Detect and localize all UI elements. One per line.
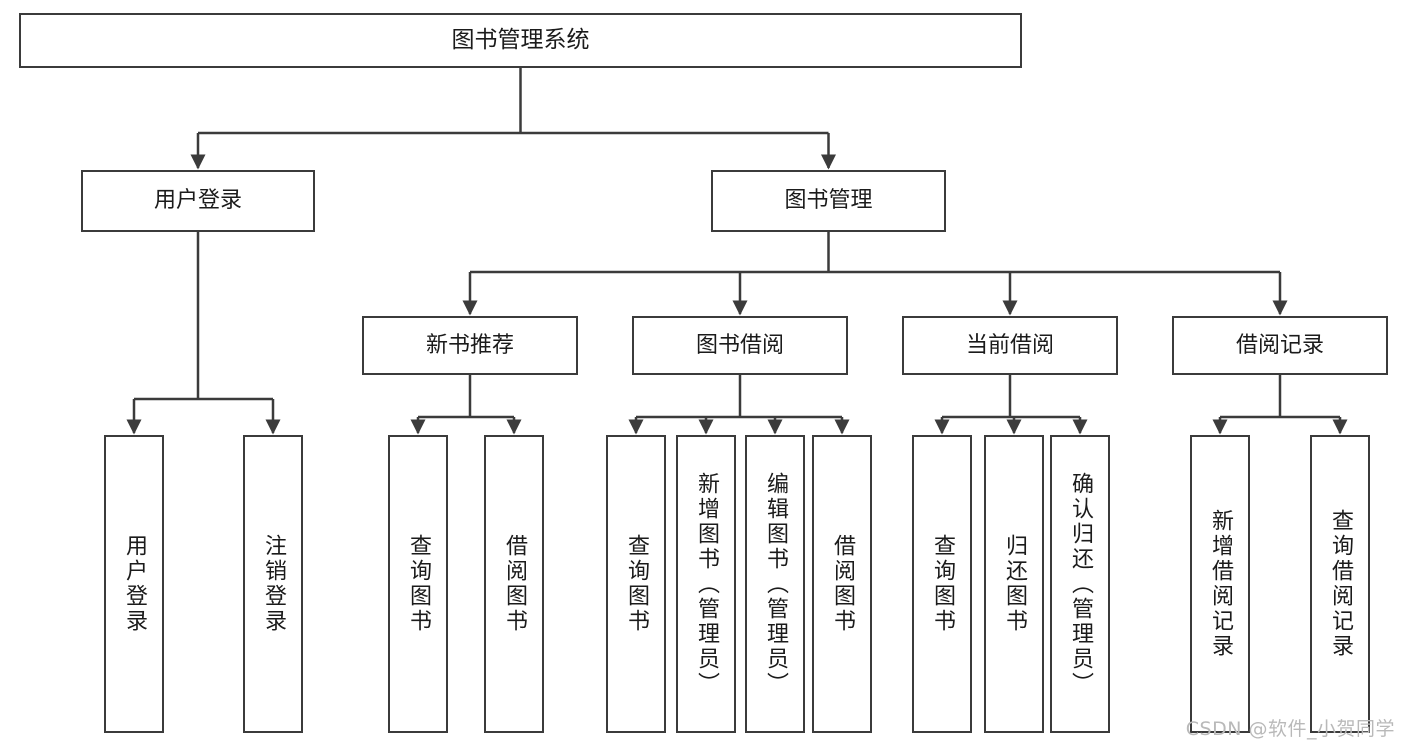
- node-box-lvl2-0[interactable]: 用户登录: [81, 170, 315, 232]
- watermark-text: CSDN @软件_小贺同学: [1185, 718, 1395, 740]
- node-label: 借阅图书: [830, 534, 855, 634]
- node-box-lvl3-3[interactable]: 借阅记录: [1172, 316, 1388, 375]
- node-box-leaf-3[interactable]: 借阅图书: [484, 435, 544, 733]
- node-label: 当前借阅: [965, 332, 1054, 358]
- node-box-lvl3-1[interactable]: 图书借阅: [632, 316, 848, 375]
- node-label: 查询图书: [406, 534, 431, 634]
- node-label: 新书推荐: [425, 332, 514, 358]
- node-label: 新增借阅记录: [1208, 509, 1233, 659]
- node-label: 借阅记录: [1235, 332, 1324, 358]
- node-box-leaf-12[interactable]: 查询借阅记录: [1310, 435, 1370, 733]
- node-box-leaf-9[interactable]: 归还图书: [984, 435, 1044, 733]
- node-label: 图书管理: [784, 188, 873, 213]
- node-label: 图书借阅: [695, 332, 784, 358]
- node-label: 归还图书: [1002, 534, 1027, 634]
- node-box-leaf-5[interactable]: 新增图书（管理员）: [676, 435, 736, 733]
- node-label: 图书管理系统: [451, 27, 590, 53]
- node-label: 查询图书: [624, 534, 649, 634]
- node-label: 编辑图书（管理员）: [763, 471, 788, 697]
- node-label: 注销登录: [261, 534, 286, 634]
- node-box-lvl3-0[interactable]: 新书推荐: [362, 316, 578, 375]
- node-box-root-0[interactable]: 图书管理系统: [19, 13, 1022, 68]
- node-label: 用户登录: [153, 188, 242, 213]
- node-box-leaf-7[interactable]: 借阅图书: [812, 435, 872, 733]
- node-box-leaf-10[interactable]: 确认归还（管理员）: [1050, 435, 1110, 733]
- node-label: 确认归还（管理员）: [1068, 471, 1093, 697]
- node-label: 用户登录: [122, 534, 147, 634]
- node-box-leaf-4[interactable]: 查询图书: [606, 435, 666, 733]
- node-label: 借阅图书: [502, 534, 527, 634]
- node-box-leaf-11[interactable]: 新增借阅记录: [1190, 435, 1250, 733]
- node-box-lvl3-2[interactable]: 当前借阅: [902, 316, 1118, 375]
- node-box-leaf-8[interactable]: 查询图书: [912, 435, 972, 733]
- node-box-leaf-1[interactable]: 注销登录: [243, 435, 303, 733]
- node-label: 新增图书（管理员）: [694, 471, 719, 697]
- node-box-lvl2-1[interactable]: 图书管理: [711, 170, 946, 232]
- node-box-leaf-2[interactable]: 查询图书: [388, 435, 448, 733]
- node-box-leaf-6[interactable]: 编辑图书（管理员）: [745, 435, 805, 733]
- node-box-leaf-0[interactable]: 用户登录: [104, 435, 164, 733]
- node-label: 查询图书: [930, 534, 955, 634]
- node-label: 查询借阅记录: [1328, 509, 1353, 659]
